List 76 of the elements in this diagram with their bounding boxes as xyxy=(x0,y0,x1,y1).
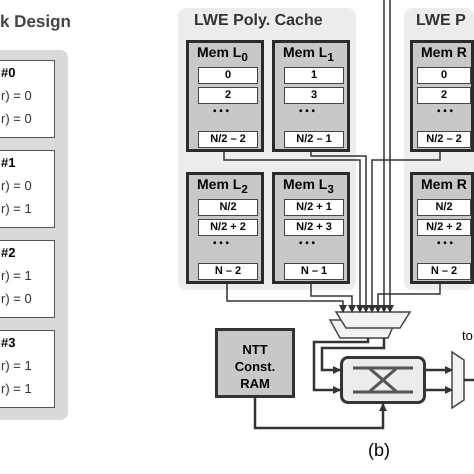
memory-bank-title: Mem R xyxy=(421,176,467,192)
memory-bank-box xyxy=(410,172,474,284)
ellipsis-dots: • • • xyxy=(213,106,230,117)
memory-entry: N/2 + 2 xyxy=(198,219,258,236)
card-heading: #0 xyxy=(1,65,16,80)
condition-text: r) = 0 xyxy=(1,178,32,193)
group-title: LWE Poly. Cache xyxy=(194,12,323,30)
memory-bank-title: Mem L$_{1}$ xyxy=(283,44,334,64)
ellipsis-dots: • • • xyxy=(437,238,454,249)
memory-bank-box xyxy=(186,172,264,284)
memory-bank-title: Mem R xyxy=(421,44,467,60)
condition-card xyxy=(0,330,55,408)
memory-entry: N/2 – 2 xyxy=(198,131,258,148)
group-title: LWE P xyxy=(416,12,466,30)
ram-box xyxy=(215,328,295,398)
memory-entry: 3 xyxy=(284,87,344,104)
ellipsis-dots: • • • xyxy=(299,238,316,249)
card-heading: #3 xyxy=(1,335,16,350)
connector-line xyxy=(464,378,474,382)
condition-text: r) = 0 xyxy=(1,111,32,126)
card-heading: #1 xyxy=(1,155,16,170)
arrow xyxy=(374,284,441,313)
memory-bank-box xyxy=(272,172,350,284)
memory-bank-title: Mem L$_{3}$ xyxy=(283,176,334,196)
arrow xyxy=(320,338,386,374)
memory-entry: N/2 – 1 xyxy=(284,131,344,148)
arrow xyxy=(426,386,453,394)
panel-title: k Design xyxy=(0,12,71,32)
ellipsis-dots: • • • xyxy=(299,106,316,117)
arrow xyxy=(312,338,370,394)
arrow xyxy=(380,0,388,313)
memory-bank-box xyxy=(410,40,474,152)
arrow xyxy=(426,366,453,374)
condition-text: r) = 0 xyxy=(1,88,32,103)
memory-bank-title: Mem L$_{2}$ xyxy=(197,176,248,196)
memory-entry: N – 2 xyxy=(417,263,471,280)
memory-entry: N/2 xyxy=(417,199,471,216)
memory-entry: N/2 – 2 xyxy=(417,131,471,148)
cache-group-panel xyxy=(178,8,356,290)
condition-text: r) = 1 xyxy=(1,381,32,396)
figure-label: (b) xyxy=(368,440,390,461)
memory-entry: 2 xyxy=(417,87,471,104)
to-label: to xyxy=(462,328,473,343)
memory-entry: N/2 + 3 xyxy=(284,219,344,236)
memory-entry: 1 xyxy=(284,67,344,84)
arrow xyxy=(310,152,370,313)
arrow xyxy=(223,152,364,313)
condition-text: r) = 1 xyxy=(1,268,32,283)
memory-entry: N – 2 xyxy=(198,263,258,280)
card-heading: #2 xyxy=(1,245,16,260)
memory-entry: N/2 xyxy=(198,199,258,216)
ram-label: NTT Const. RAM xyxy=(234,341,276,392)
memory-entry: N – 1 xyxy=(284,263,344,280)
arrow xyxy=(368,152,441,313)
arrow xyxy=(386,0,394,313)
memory-bank-box xyxy=(272,40,350,152)
condition-text: r) = 1 xyxy=(1,358,32,373)
crossbar-switch-box xyxy=(340,356,426,404)
ellipsis-dots: • • • xyxy=(213,238,230,249)
memory-entry: 0 xyxy=(417,67,471,84)
memory-entry: N/2 + 1 xyxy=(284,199,344,216)
condition-card xyxy=(0,60,55,138)
arrow xyxy=(254,398,387,430)
condition-card xyxy=(0,240,55,318)
condition-card xyxy=(0,150,55,228)
memory-entry: 0 xyxy=(198,67,258,84)
condition-text: r) = 1 xyxy=(1,201,32,216)
memory-bank-box xyxy=(186,40,264,152)
memory-bank-title: Mem L$_{0}$ xyxy=(197,44,248,64)
condition-text: r) = 0 xyxy=(1,291,32,306)
arrow xyxy=(226,284,347,313)
ellipsis-dots: • • • xyxy=(437,106,454,117)
memory-entry: N/2 + 2 xyxy=(417,219,471,236)
arrow xyxy=(310,284,356,313)
cache-group-panel xyxy=(404,8,474,290)
memory-entry: 2 xyxy=(198,87,258,104)
